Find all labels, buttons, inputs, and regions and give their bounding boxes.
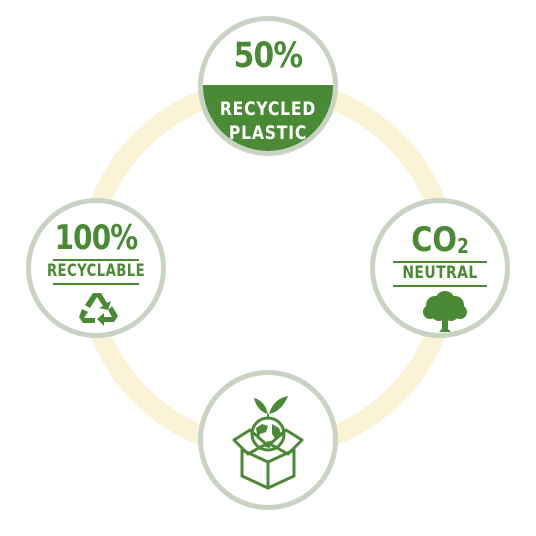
recyclable-percent: 100% xyxy=(54,218,139,258)
badge-co2-neutral: CO2 NEUTRAL xyxy=(370,198,510,338)
badge-recyclable: 100% RECYCLABLE xyxy=(26,198,166,338)
tree-icon xyxy=(423,291,467,332)
recycle-icon xyxy=(79,293,118,326)
recycled-percent: 50% xyxy=(233,36,304,76)
co2-label: CO2 xyxy=(411,220,469,260)
badge-globe-box xyxy=(198,370,338,510)
divider-top xyxy=(53,259,139,261)
divider-bottom xyxy=(393,285,487,287)
globe-in-box-icon xyxy=(232,396,304,490)
divider-top xyxy=(393,261,487,263)
co2-subscript: 2 xyxy=(456,234,469,258)
plastic-label: PLASTIC xyxy=(228,122,308,144)
divider-bottom xyxy=(53,283,139,285)
recyclable-label: RECYCLABLE xyxy=(46,261,146,281)
recycled-band xyxy=(203,85,333,151)
badge-recycled-plastic: 50% RECYCLED PLASTIC xyxy=(198,16,338,156)
neutral-label: NEUTRAL xyxy=(402,263,478,283)
recycled-label: RECYCLED xyxy=(219,98,317,120)
